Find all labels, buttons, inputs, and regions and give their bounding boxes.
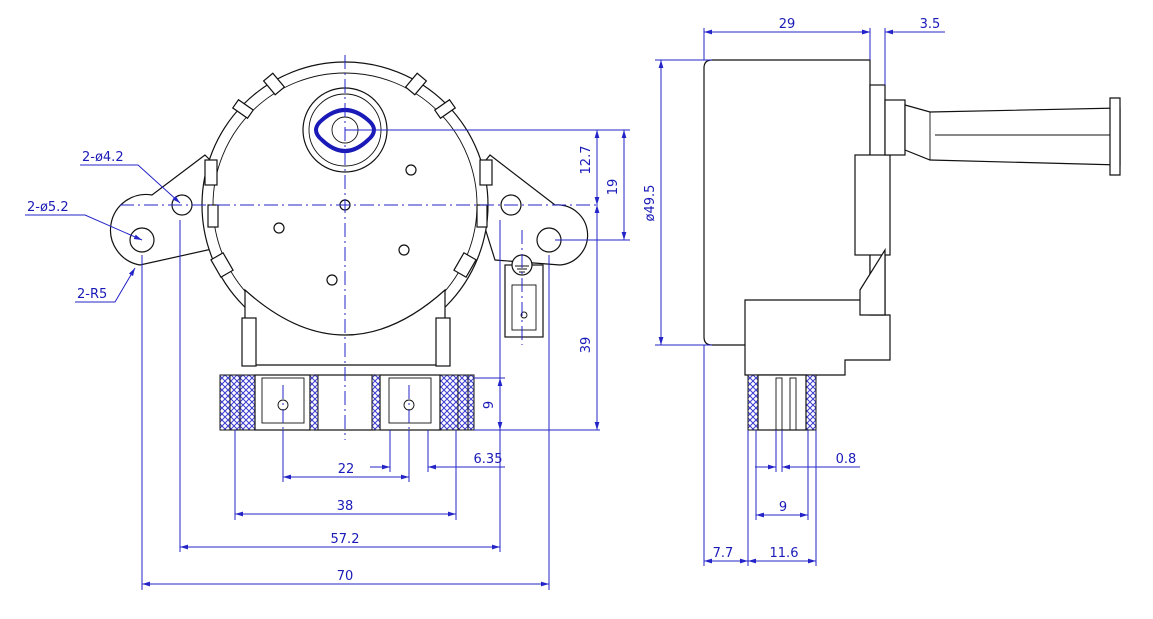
dim-body-length: 29 (779, 17, 796, 32)
left-post (241, 317, 257, 367)
dim-terminal-width: 6.35 (474, 452, 503, 467)
dim-base-width: 38 (337, 499, 354, 514)
output-shaft (302, 87, 388, 173)
right-post (435, 317, 451, 367)
dim-diameter: ø49.5 (643, 185, 658, 222)
dim-terminal-height: 9 (482, 401, 497, 409)
ground-terminal (504, 254, 544, 338)
dim-hole-spacing: 57.2 (331, 532, 360, 547)
front-view (109, 55, 600, 440)
side-dimensions: 29 3.5 ø49.5 0.8 9 7.7 11.6 (643, 17, 945, 566)
dim-overall-width: 70 (337, 569, 354, 584)
front-dimensions: 70 57.2 38 22 6.35 12.7 19 39 9 2-ø4.2 2… (25, 129, 630, 590)
dim-terminal-gap: 9 (779, 500, 787, 515)
callout-mount-hole: 2-ø4.2 (82, 150, 124, 165)
rim-clips (204, 72, 493, 278)
side-gear-cover (854, 154, 891, 256)
dim-shaft-offset: 12.7 (579, 146, 594, 175)
terminal-block (219, 374, 475, 431)
dim-terminal-offset: 7.7 (713, 546, 734, 561)
side-terminals (747, 374, 817, 431)
face-hole (273, 222, 285, 234)
dim-height: 39 (579, 337, 594, 354)
dim-flange: 3.5 (920, 17, 941, 32)
dim-ear-offset: 19 (606, 179, 621, 196)
dim-terminal-thickness: 0.8 (836, 452, 857, 467)
face-hole (398, 244, 410, 256)
callout-ear-hole: 2-ø5.2 (27, 200, 69, 215)
callout-ear-radius: 2-R5 (77, 287, 107, 302)
dim-terminal-span: 11.6 (770, 546, 799, 561)
side-shaft (884, 97, 1121, 176)
lower-housing (244, 288, 446, 366)
side-bracket (859, 247, 886, 316)
face-hole (405, 164, 417, 176)
face-hole (326, 274, 338, 286)
side-view (703, 59, 1121, 431)
dim-terminal-spacing: 22 (338, 462, 355, 477)
